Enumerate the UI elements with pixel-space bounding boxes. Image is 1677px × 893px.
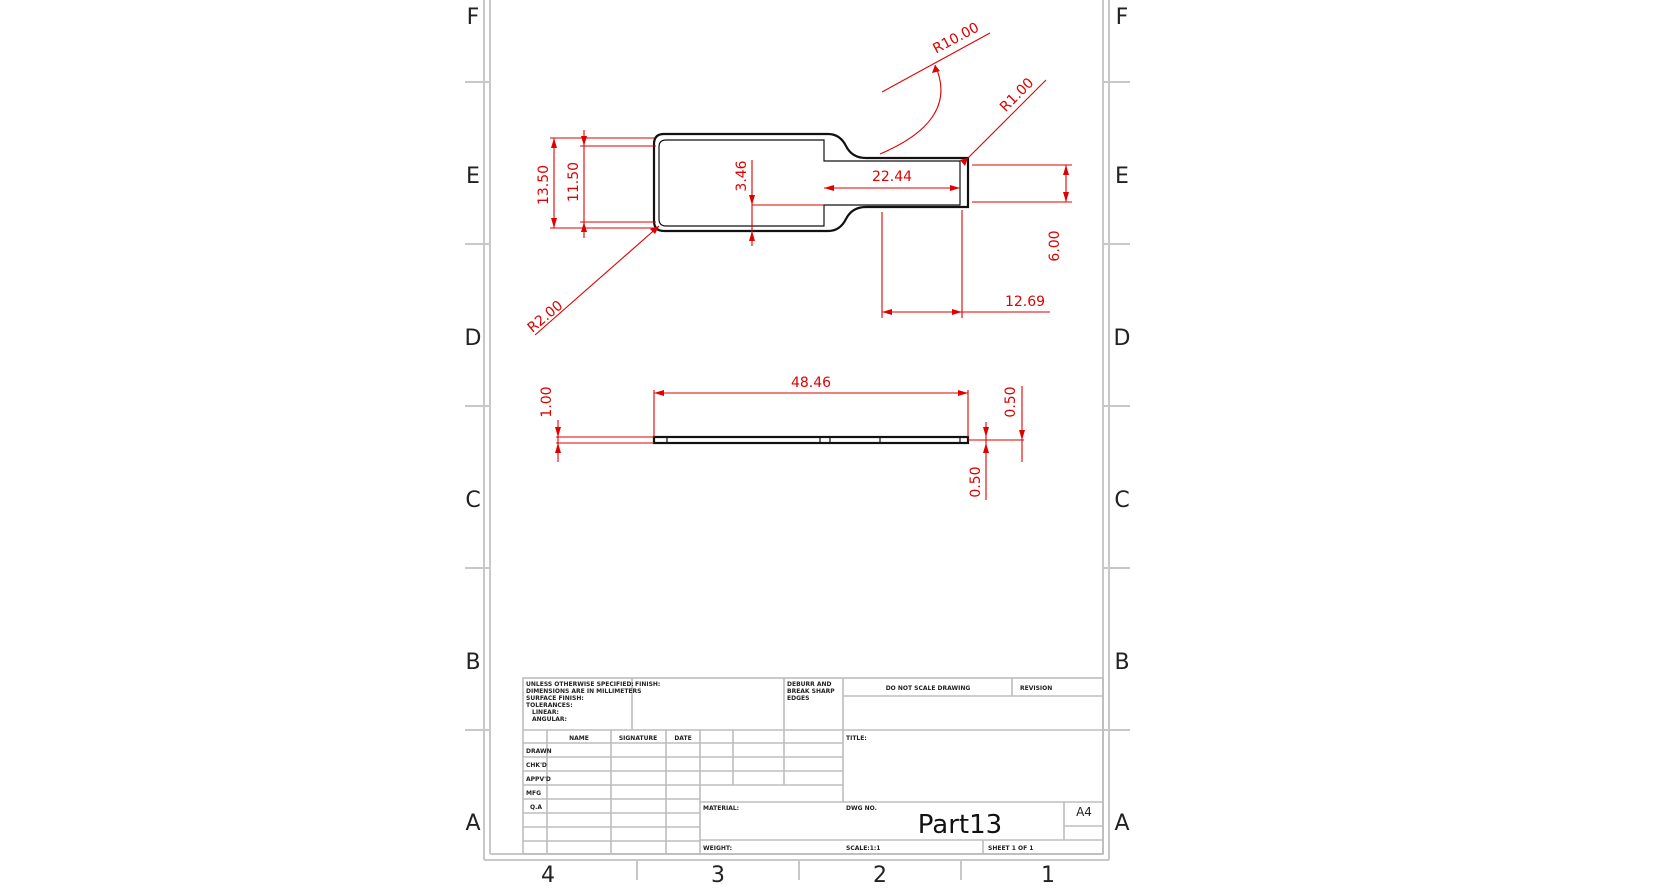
tb-title-label: TITLE: xyxy=(846,735,867,742)
zone-row-b-left: B xyxy=(465,650,480,675)
zone-row-a-left: A xyxy=(465,811,480,836)
zone-row-a-right: A xyxy=(1114,811,1129,836)
dim-0-50-lower: 0.50 xyxy=(968,466,984,497)
dimension-lines xyxy=(534,32,1072,500)
tb-role-appvd: APPV'D xyxy=(526,776,551,783)
part-side-view xyxy=(652,435,970,445)
title-block-grid xyxy=(522,677,1104,855)
zone-col-2: 2 xyxy=(873,863,887,888)
zone-row-c-left: C xyxy=(465,488,480,513)
tb-revision: REVISION xyxy=(1020,685,1052,692)
zone-ticks xyxy=(465,81,1130,880)
tb-role-chkd: CHK'D xyxy=(526,762,547,769)
zone-col-3: 3 xyxy=(711,863,725,888)
tb-dwg-no: Part13 xyxy=(918,810,1002,840)
dim-12-69: 12.69 xyxy=(1005,294,1045,310)
dim-3-46: 3.46 xyxy=(734,160,750,191)
zone-row-f-right: F xyxy=(1116,5,1129,30)
dim-11-50: 11.50 xyxy=(566,162,582,202)
tb-deburr-2: EDGES xyxy=(787,695,809,702)
dim-1-00: 1.00 xyxy=(539,386,555,417)
zone-row-e-left: E xyxy=(466,164,480,189)
tb-note-1: DIMENSIONS ARE IN MILLIMETERS xyxy=(526,688,641,695)
tb-role-drawn: DRAWN xyxy=(526,748,552,755)
dim-48-46: 48.46 xyxy=(791,375,831,391)
dim-r2: R2.00 xyxy=(525,298,567,337)
tb-do-not-scale: DO NOT SCALE DRAWING xyxy=(886,685,971,692)
tb-note-3: TOLERANCES: xyxy=(526,702,573,709)
zone-row-f-left: F xyxy=(467,5,480,30)
zone-col-1: 1 xyxy=(1041,863,1055,888)
zone-row-c-right: C xyxy=(1114,488,1129,513)
tb-role-mfg: MFG xyxy=(526,790,541,797)
zone-row-d-right: D xyxy=(1114,326,1131,351)
tb-note-5: ANGULAR: xyxy=(532,716,567,723)
dim-22-44: 22.44 xyxy=(872,169,912,185)
dim-0-50-upper: 0.50 xyxy=(1003,386,1019,417)
tb-finish: FINISH: xyxy=(635,681,660,688)
tb-role-qa: Q.A xyxy=(530,804,542,811)
zone-row-e-right: E xyxy=(1115,164,1129,189)
tb-scale: SCALE:1:1 xyxy=(846,845,880,852)
tb-header-date: DATE xyxy=(674,735,691,742)
tb-note-2: SURFACE FINISH: xyxy=(526,695,584,702)
tb-header-name: NAME xyxy=(569,735,589,742)
tb-header-signature: SIGNATURE xyxy=(619,735,657,742)
tb-sheet: SHEET 1 OF 1 xyxy=(988,845,1033,852)
tb-size: A4 xyxy=(1076,805,1092,819)
tb-weight-label: WEIGHT: xyxy=(703,845,732,852)
tb-material-label: MATERIAL: xyxy=(703,805,739,812)
dimension-arrowheads xyxy=(551,65,1069,453)
tb-deburr-1: BREAK SHARP xyxy=(787,688,835,695)
zone-col-4: 4 xyxy=(541,863,555,888)
dim-13-50: 13.50 xyxy=(536,165,552,205)
tb-deburr-0: DEBURR AND xyxy=(787,681,832,688)
part-top-view xyxy=(652,132,970,233)
tb-note-0: UNLESS OTHERWISE SPECIFIED: xyxy=(526,681,634,688)
dim-6-00: 6.00 xyxy=(1047,230,1063,261)
zone-row-b-right: B xyxy=(1114,650,1129,675)
zone-row-d-left: D xyxy=(465,326,482,351)
tb-note-4: LINEAR: xyxy=(532,709,559,716)
tb-dwg-no-label: DWG NO. xyxy=(846,805,877,812)
